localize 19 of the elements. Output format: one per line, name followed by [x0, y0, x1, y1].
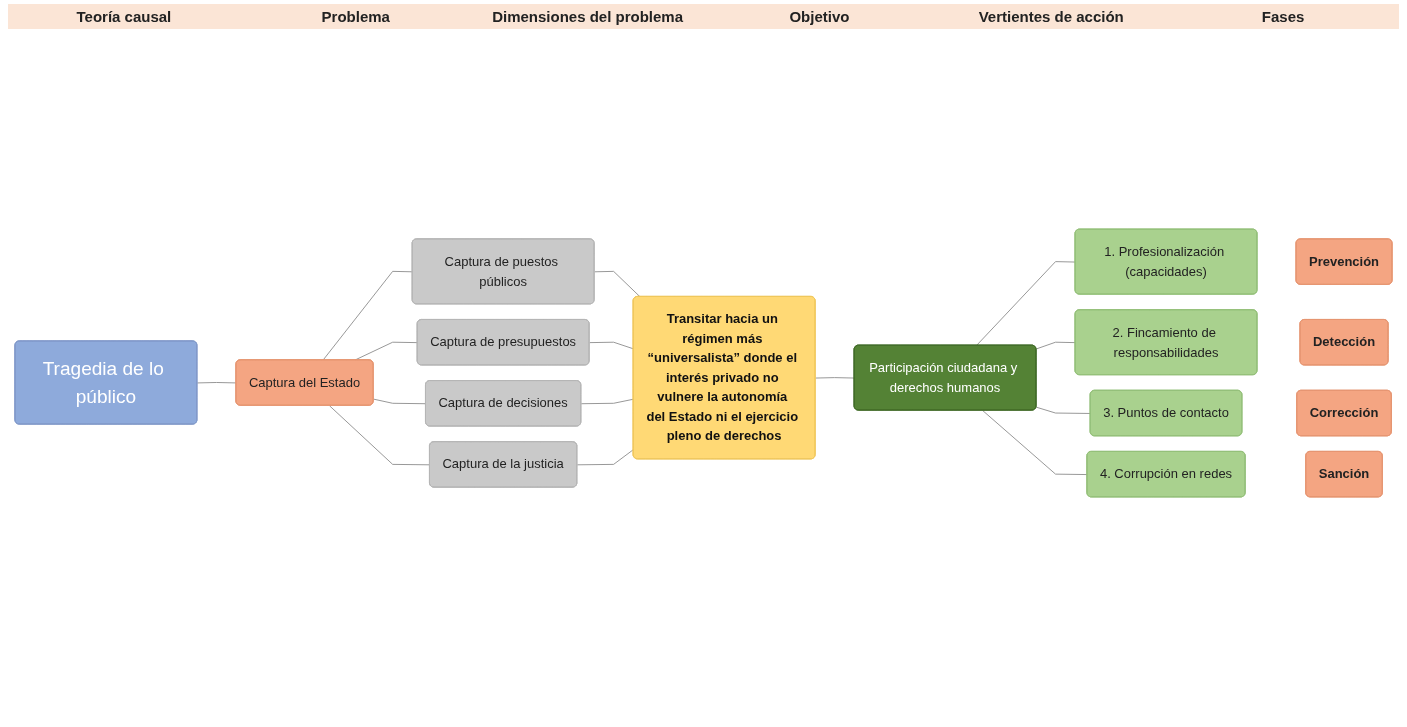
- connector: [589, 341, 634, 350]
- column-header: Teoría causal: [75, 8, 173, 25]
- connector: [196, 382, 237, 384]
- column-header: Problema: [320, 8, 391, 25]
- connector: [1035, 341, 1076, 350]
- connector: [815, 377, 855, 379]
- column-header: Dimensiones del problema: [491, 8, 684, 25]
- connector: [982, 410, 1088, 475]
- connector: [594, 270, 641, 298]
- connector: [580, 398, 634, 405]
- connector: [322, 270, 414, 361]
- connector: [329, 405, 431, 466]
- column-header: Fases: [1260, 8, 1306, 25]
- column-header: Objetivo: [788, 8, 851, 25]
- connector: [373, 398, 427, 405]
- column-header: Vertientes de acción: [977, 8, 1125, 25]
- connector: [976, 261, 1076, 346]
- connector: [1035, 406, 1091, 414]
- connector: [576, 449, 634, 466]
